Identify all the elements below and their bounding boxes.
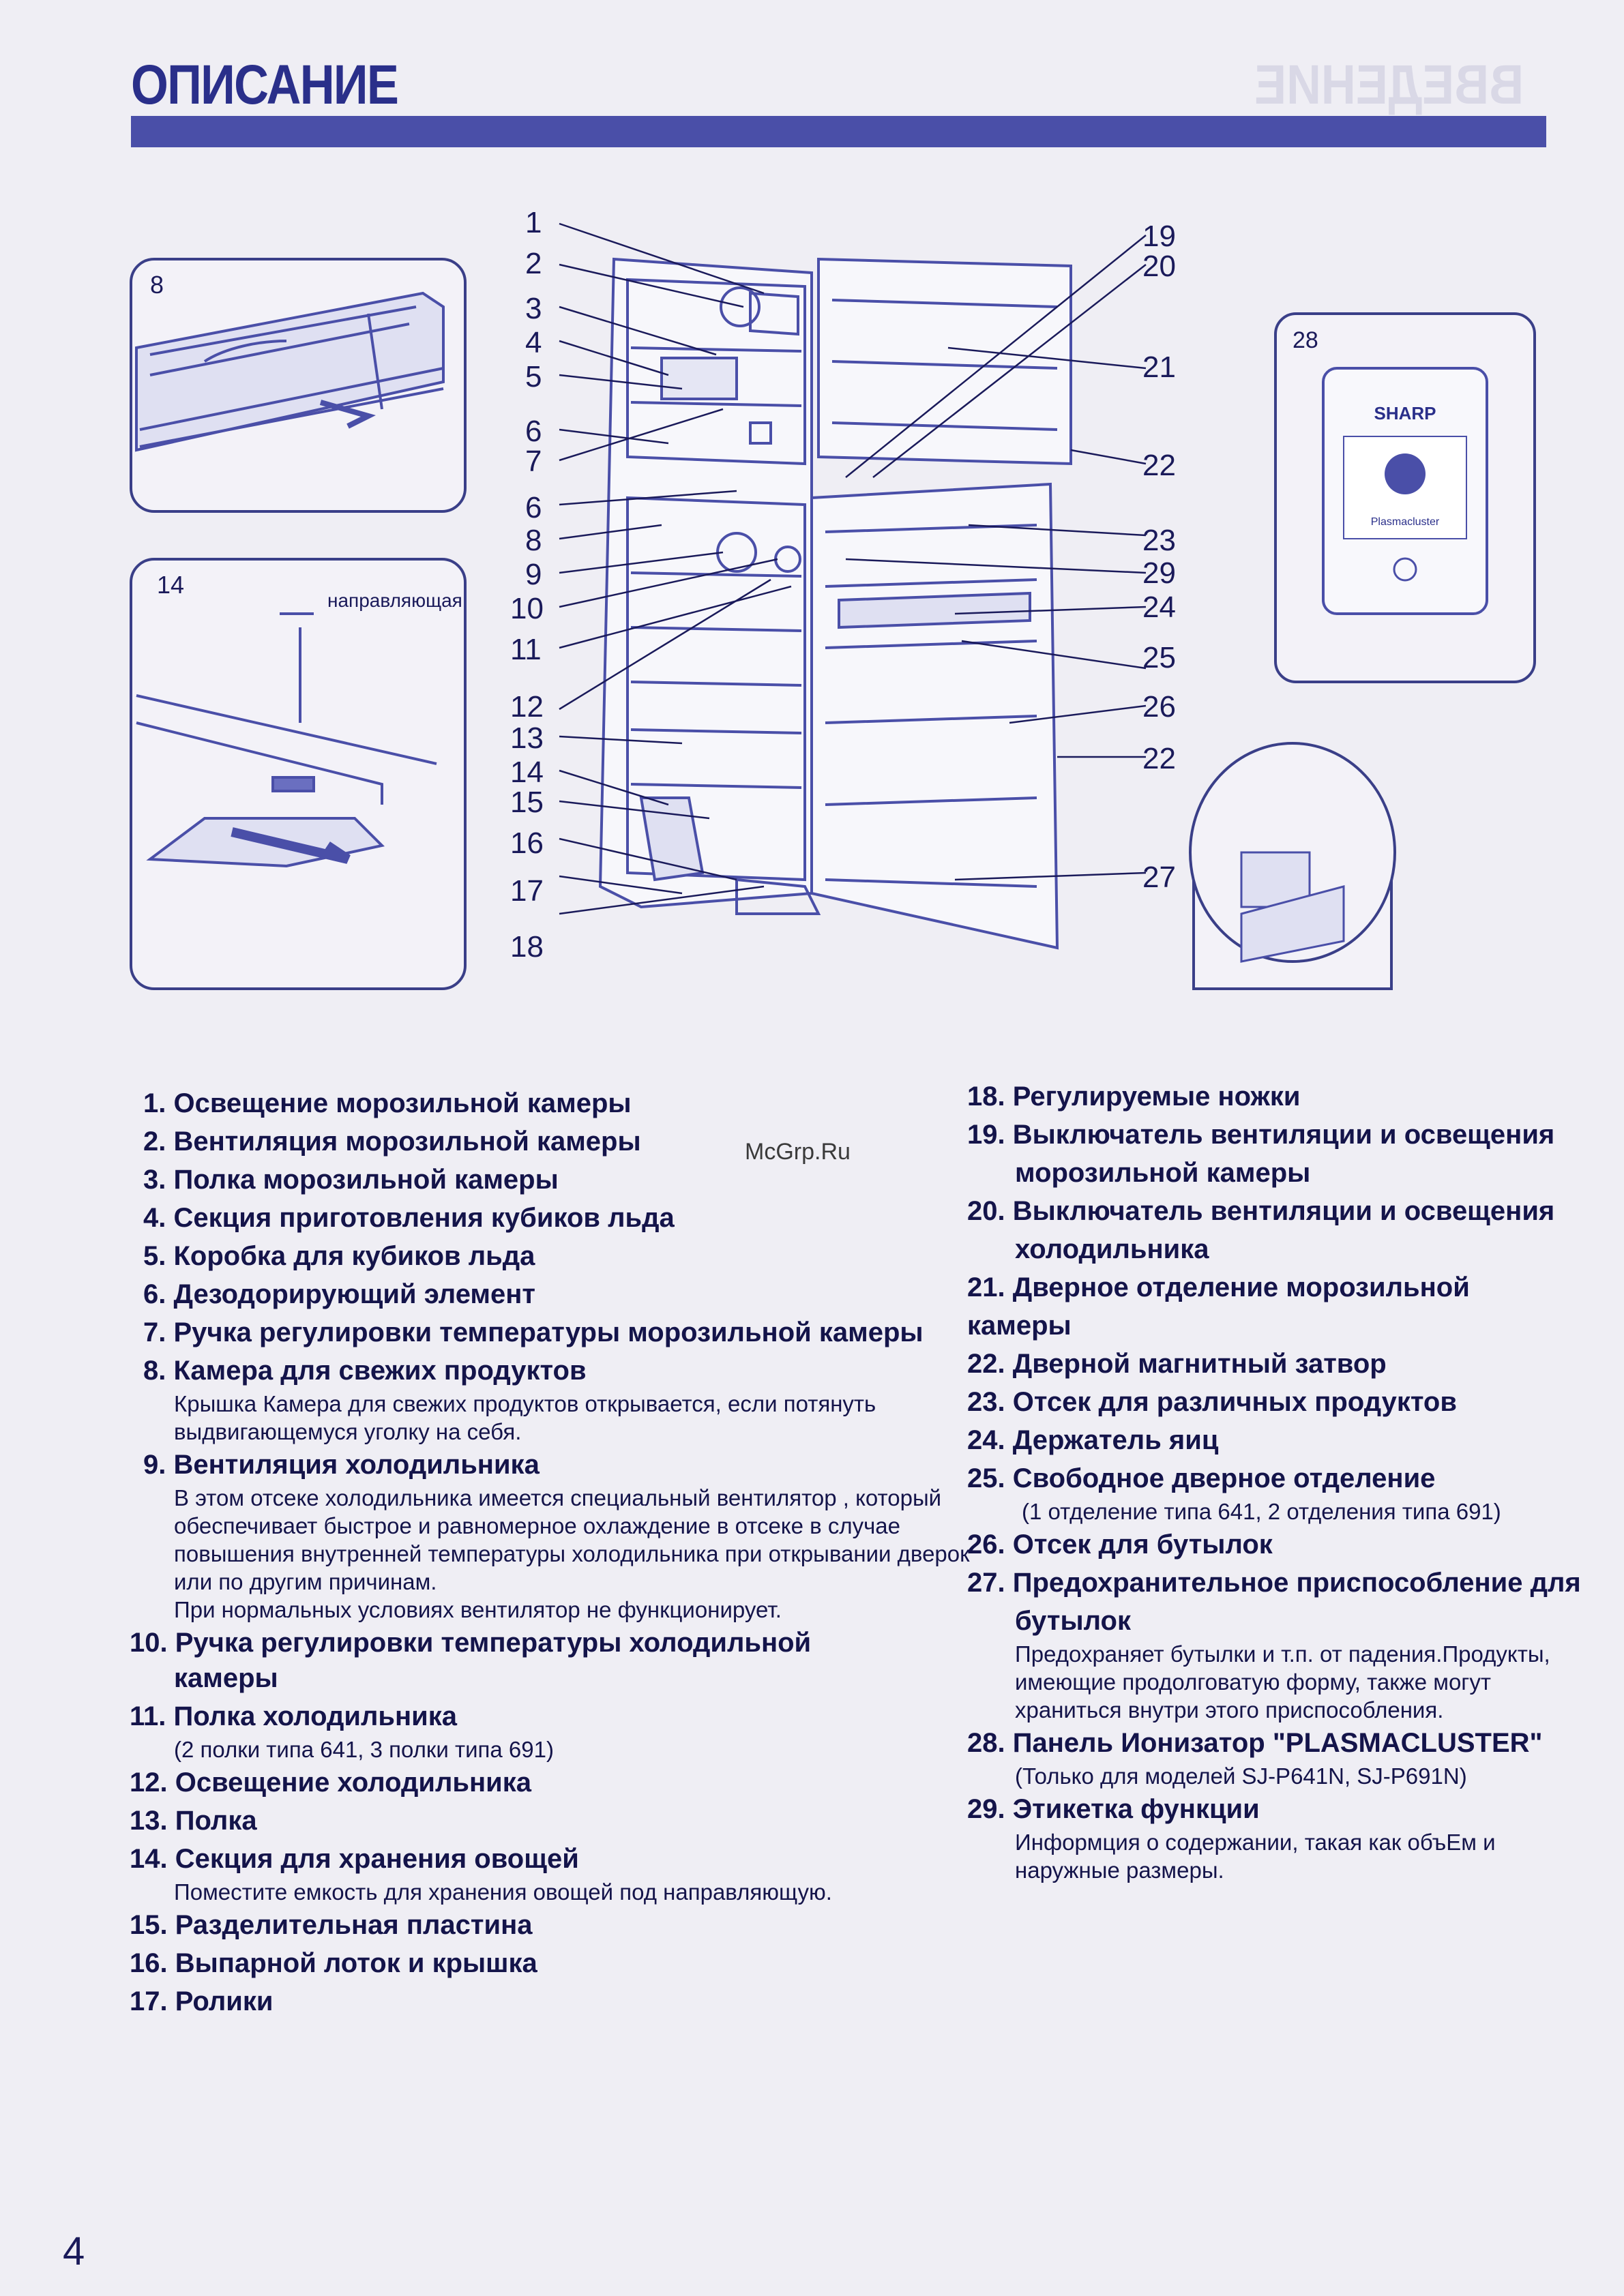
item-note: Крышка Камера для свежих продуктов откры… [174, 1391, 876, 1444]
list-item: 18. Регулируемые ножки [967, 1082, 1301, 1112]
list-item: 10. Ручка регулировки температуры холоди… [130, 1628, 812, 1658]
list-item: 3. Полка морозильной камеры [143, 1165, 559, 1195]
list-item: 29. Этикетка функции [967, 1794, 1260, 1824]
callout-18: 18 [510, 930, 544, 964]
inset-8-label: 8 [150, 271, 164, 299]
callout-22: 22 [1142, 449, 1176, 482]
item-note: (Только для моделей SJ-P641N, SJ-P691N) [1015, 1763, 1467, 1789]
callout-14: 14 [510, 756, 544, 789]
list-item: 21. Дверное отделение морозильной камеры [967, 1272, 1470, 1341]
callout-24: 24 [1142, 591, 1176, 624]
callout-2: 2 [525, 247, 542, 280]
list-item: 16. Выпарной лоток и крышка [130, 1948, 537, 1978]
inset-14-frame [130, 558, 467, 990]
callout-6b: 6 [525, 491, 542, 524]
page-title: ОПИСАНИЕ [131, 54, 399, 116]
list-item: 17. Ролики [130, 1986, 274, 2016]
list-item: 6. Дезодорирующий элемент [143, 1279, 535, 1309]
watermark: McGrp.Ru [745, 1139, 851, 1165]
refrigerator-diagram: 8 14 направляющая [130, 222, 1536, 990]
list-item: 12. Освещение холодильника [130, 1768, 531, 1798]
title-bar [131, 116, 1546, 147]
callout-10: 10 [510, 592, 544, 625]
callout-19: 19 [1142, 220, 1176, 253]
callout-13: 13 [510, 721, 544, 755]
list-item: 2. Вентиляция морозильной камеры [143, 1127, 641, 1157]
callout-16: 16 [510, 826, 544, 860]
callout-25: 25 [1142, 641, 1176, 674]
list-item-continuation: бутылок [1015, 1606, 1131, 1636]
list-item: 11. Полка холодильника [130, 1701, 457, 1731]
callout-20: 20 [1142, 250, 1176, 283]
item-note: Предохраняет бутылки и т.п. от падения.П… [1015, 1641, 1550, 1723]
list-item: 4. Секция приготовления кубиков льда [143, 1203, 675, 1233]
callout-4: 4 [525, 326, 542, 359]
callout-15: 15 [510, 786, 544, 819]
item-note: (2 полки типа 641, 3 полки типа 691) [174, 1737, 554, 1762]
callout-3: 3 [525, 292, 542, 325]
callout-27: 27 [1142, 861, 1176, 894]
list-item: 13. Полка [130, 1806, 257, 1836]
list-item: 14. Секция для хранения овощей [130, 1844, 579, 1874]
list-item-continuation: холодильника [1015, 1234, 1209, 1264]
callout-22b: 22 [1142, 742, 1176, 775]
parts-list-left: 1. Освещение морозильной камеры 2. Венти… [130, 1084, 996, 2021]
callout-5: 5 [525, 360, 542, 393]
list-item: 27. Предохранительное приспособление для [967, 1568, 1581, 1598]
callout-leaders [559, 222, 1147, 915]
list-item: 26. Отсек для бутылок [967, 1530, 1273, 1560]
callout-6: 6 [525, 415, 542, 448]
callout-7: 7 [525, 445, 542, 478]
list-item: 28. Панель Ионизатор "PLASMACLUSTER" [967, 1728, 1543, 1758]
list-item: 20. Выключатель вентиляции и освещения [967, 1196, 1555, 1226]
item-note: Поместите емкость для хранения овощей по… [174, 1879, 832, 1905]
fresh-drawer-illustration [135, 291, 445, 452]
list-item: 19. Выключатель вентиляции и освещения [967, 1120, 1555, 1150]
callout-11: 11 [510, 633, 542, 666]
list-item: 22. Дверной магнитный затвор [967, 1349, 1387, 1379]
panel-caption: Plasmacluster [1371, 516, 1440, 528]
bottle-guard-illustration [1240, 851, 1345, 963]
bleed-through-title: ВВЕДЕНИЕ [1254, 54, 1524, 116]
power-icon [1393, 557, 1417, 582]
callout-26: 26 [1142, 690, 1176, 724]
list-item: 7. Ручка регулировки температуры морозил… [143, 1317, 924, 1347]
grape-icon [1385, 453, 1426, 494]
list-item: 25. Свободное дверное отделение [967, 1463, 1436, 1493]
callout-29: 29 [1142, 556, 1176, 590]
item-note: При нормальных условиях вентилятор не фу… [174, 1597, 782, 1622]
inset-14-guide-label: направляющая [327, 590, 462, 611]
vegetable-bin-illustration [136, 612, 437, 868]
item-note: В этом отсеке холодильника имеется специ… [174, 1485, 970, 1594]
page-number: 4 [63, 2229, 85, 2273]
item-note: Информция о содержании, такая как объЕм … [1015, 1830, 1496, 1883]
panel-brand-label: SHARP [1374, 403, 1436, 423]
list-item: 15. Разделительная пластина [130, 1910, 533, 1940]
list-item: 1. Освещение морозильной камеры [143, 1088, 632, 1118]
inset-28-label: 28 [1293, 327, 1318, 353]
callout-17: 17 [510, 874, 544, 908]
list-item: 5. Коробка для кубиков льда [143, 1241, 535, 1271]
callout-21: 21 [1142, 351, 1176, 384]
item-note: (1 отделение типа 641, 2 отделения типа … [1022, 1499, 1501, 1524]
parts-list-right: 18. Регулируемые ножки 19. Выключатель в… [967, 1077, 1581, 1884]
fridge-body [598, 257, 1072, 950]
list-item-continuation: камеры [174, 1663, 278, 1693]
callout-23: 23 [1142, 524, 1176, 557]
callout-8: 8 [525, 524, 542, 557]
callout-12: 12 [510, 690, 544, 724]
list-item: 24. Держатель яиц [967, 1425, 1219, 1455]
callout-1: 1 [525, 206, 542, 239]
list-item: 9. Вентиляция холодильника [143, 1450, 540, 1480]
list-item: 23. Отсек для различных продуктов [967, 1387, 1457, 1417]
callout-9: 9 [525, 558, 542, 591]
inset-14-label: 14 [157, 571, 184, 599]
list-item-continuation: морозильной камеры [1015, 1158, 1311, 1188]
list-item: 8. Камера для свежих продуктов [143, 1356, 587, 1386]
